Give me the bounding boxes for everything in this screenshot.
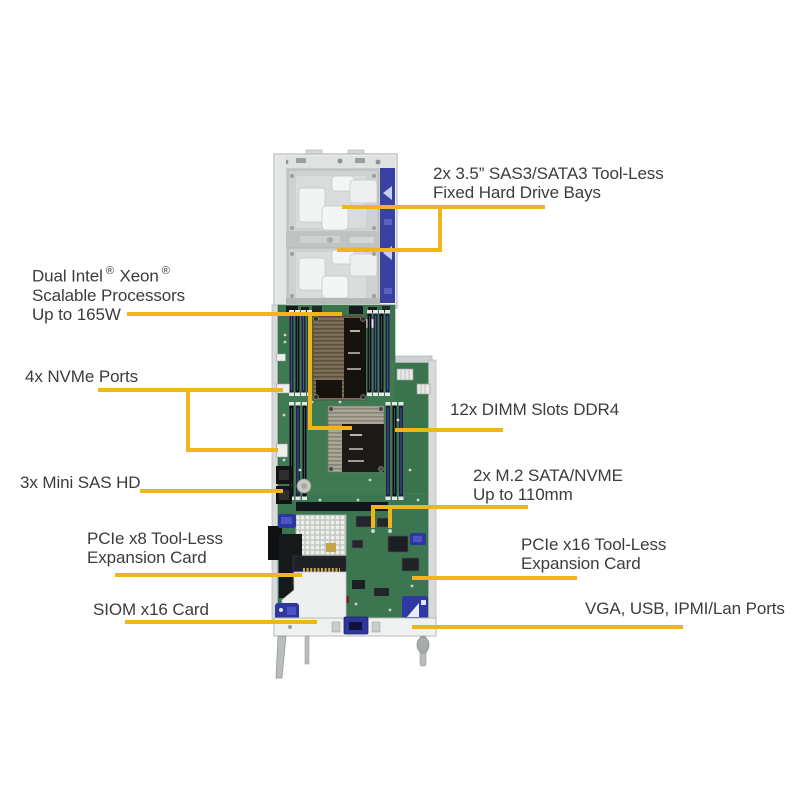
drive-bay-2: [287, 247, 379, 303]
front-panel-headers: [286, 306, 390, 314]
callout-line-drive-bays: [337, 205, 545, 252]
drive-bay-1: [287, 169, 379, 233]
tool-less-latches: [275, 514, 428, 623]
bmc-and-chips: [326, 535, 420, 603]
io-bracket: [273, 616, 437, 637]
right-rail: [427, 359, 437, 623]
cage-blue-strip: [380, 168, 395, 303]
callout-lines: [98, 205, 683, 629]
small-components: [282, 333, 420, 614]
mid-header-row: [296, 502, 388, 511]
drive-cage: [273, 149, 398, 309]
cpu1-heatsink: [312, 315, 367, 401]
power-connectors: [396, 368, 431, 395]
cpu2-heatsink: [327, 405, 385, 473]
callout-line-m2: [371, 505, 528, 528]
handles-and-pins: [275, 635, 430, 679]
callout-line-nvme: [98, 388, 283, 452]
chipset-heatsink: [295, 514, 347, 563]
cmos-battery: [296, 478, 312, 494]
callout-line-cpu: [127, 312, 352, 430]
